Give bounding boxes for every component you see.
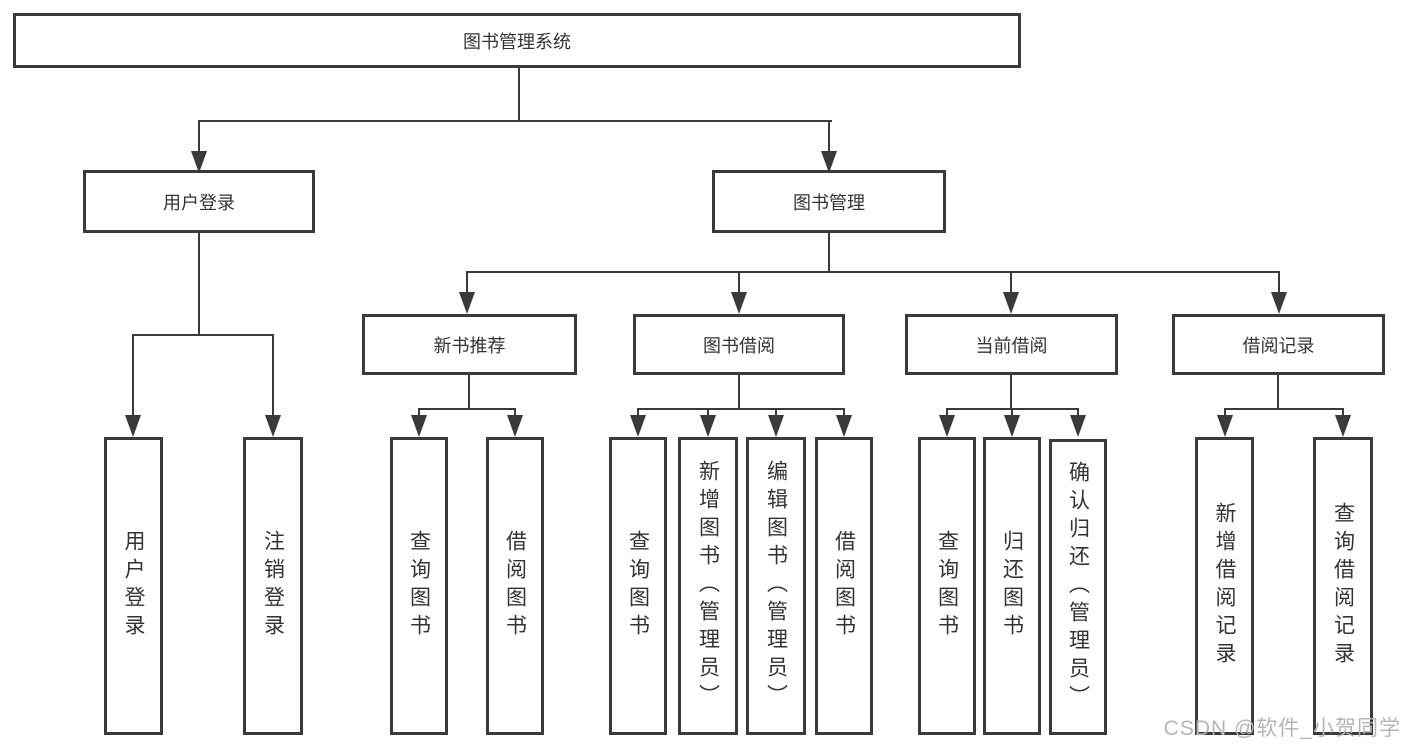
leaf-borrow-books: 借阅图书 bbox=[815, 437, 873, 735]
connector-current-vertical bbox=[1010, 375, 1012, 409]
leaf-logout: 注销登录 bbox=[243, 437, 303, 735]
connector-root-right-stem bbox=[828, 120, 830, 153]
arrow-down-icon bbox=[1004, 415, 1020, 437]
arrow-down-icon bbox=[411, 415, 427, 437]
leaf-edit-books-admin: 编辑图书（管理员） bbox=[746, 437, 806, 735]
node-current-borrow-label: 当前借阅 bbox=[975, 335, 1048, 356]
connector-userlogin-left-stem bbox=[132, 334, 134, 416]
leaf-confirm-return-admin: 确认归还（管理员） bbox=[1049, 439, 1107, 735]
connector-recommend-horizontal bbox=[418, 408, 516, 410]
node-new-book-recommend: 新书推荐 bbox=[362, 314, 577, 375]
leaf-return-books: 归还图书 bbox=[983, 437, 1041, 735]
leaf-user-login-label: 用户登录 bbox=[122, 530, 145, 642]
leaf-borrow-books-label: 借阅图书 bbox=[832, 530, 856, 642]
watermark: CSDN @软件_小贺同学 bbox=[1163, 717, 1401, 740]
connector-borrow-stem-4 bbox=[843, 408, 845, 416]
leaf-add-books-admin-label: 新增图书（管理员） bbox=[696, 460, 720, 712]
arrow-down-icon bbox=[1003, 292, 1019, 314]
leaf-query-borrow-record-label: 查询借阅记录 bbox=[1331, 502, 1355, 670]
leaf-user-login: 用户登录 bbox=[104, 437, 163, 735]
connector-bookmgmt-horizontal bbox=[466, 271, 1280, 273]
node-user-login: 用户登录 bbox=[83, 170, 315, 233]
arrow-down-icon bbox=[836, 415, 852, 437]
arrow-down-icon bbox=[125, 415, 141, 437]
leaf-add-borrow-record-label: 新增借阅记录 bbox=[1213, 502, 1236, 670]
connector-current-stem-3 bbox=[1077, 408, 1079, 416]
leaf-add-books-admin: 新增图书（管理员） bbox=[678, 437, 738, 735]
arrow-down-icon bbox=[459, 292, 475, 314]
arrow-down-icon bbox=[1070, 415, 1086, 437]
node-new-book-recommend-label: 新书推荐 bbox=[433, 335, 506, 356]
connector-borrow-stem-1 bbox=[637, 408, 639, 416]
connector-bookmgmt-stem-1 bbox=[466, 271, 468, 293]
arrow-down-icon bbox=[700, 415, 716, 437]
arrow-down-icon bbox=[1217, 415, 1233, 437]
connector-bookmgmt-stem-4 bbox=[1278, 271, 1280, 293]
node-borrow-records: 借阅记录 bbox=[1172, 314, 1385, 375]
arrow-down-icon bbox=[821, 151, 837, 173]
connector-records-stem-1 bbox=[1224, 408, 1226, 416]
leaf-query-books-recommend-label: 查询图书 bbox=[407, 530, 431, 642]
connector-bookmgmt-stem-3 bbox=[1010, 271, 1012, 293]
node-borrow-records-label: 借阅记录 bbox=[1242, 335, 1315, 356]
leaf-query-books-recommend: 查询图书 bbox=[390, 437, 448, 735]
leaf-return-books-label: 归还图书 bbox=[1000, 530, 1024, 642]
arrow-down-icon bbox=[191, 151, 207, 173]
arrow-down-icon bbox=[768, 415, 784, 437]
arrow-down-icon bbox=[731, 292, 747, 314]
connector-records-vertical bbox=[1277, 375, 1279, 409]
arrow-down-icon bbox=[265, 415, 281, 437]
node-book-management-label: 图书管理 bbox=[793, 192, 865, 213]
connector-root-vertical bbox=[518, 68, 520, 122]
arrow-down-icon bbox=[630, 415, 646, 437]
node-root-label: 图书管理系统 bbox=[463, 31, 571, 52]
node-user-login-label: 用户登录 bbox=[163, 192, 235, 213]
connector-borrow-horizontal bbox=[638, 408, 844, 410]
arrow-down-icon bbox=[1335, 415, 1351, 437]
connector-current-stem-1 bbox=[946, 408, 948, 416]
leaf-borrow-books-recommend-label: 借阅图书 bbox=[503, 530, 527, 642]
leaf-edit-books-admin-label: 编辑图书（管理员） bbox=[764, 460, 788, 712]
node-book-borrow-label: 图书借阅 bbox=[703, 335, 775, 356]
connector-current-stem-2 bbox=[1011, 408, 1013, 416]
connector-borrow-stem-3 bbox=[775, 408, 777, 416]
connector-records-stem-2 bbox=[1342, 408, 1344, 416]
connector-root-horizontal bbox=[198, 120, 832, 122]
node-book-management: 图书管理 bbox=[712, 170, 946, 233]
leaf-confirm-return-admin-label: 确认归还（管理员） bbox=[1066, 461, 1090, 713]
leaf-query-books-borrow-label: 查询图书 bbox=[626, 530, 650, 642]
node-current-borrow: 当前借阅 bbox=[905, 314, 1118, 375]
node-book-borrow: 图书借阅 bbox=[633, 314, 845, 375]
leaf-add-borrow-record: 新增借阅记录 bbox=[1195, 437, 1254, 735]
leaf-logout-label: 注销登录 bbox=[261, 530, 285, 642]
arrow-down-icon bbox=[507, 415, 523, 437]
leaf-query-books-borrow: 查询图书 bbox=[609, 437, 667, 735]
connector-recommend-vertical bbox=[468, 375, 470, 409]
arrow-down-icon bbox=[939, 415, 955, 437]
connector-borrow-vertical bbox=[738, 375, 740, 409]
connector-borrow-stem-2 bbox=[707, 408, 709, 416]
connector-bookmgmt-vertical bbox=[828, 233, 830, 273]
leaf-query-books-current-label: 查询图书 bbox=[935, 530, 959, 642]
connector-root-left-stem bbox=[198, 120, 200, 153]
arrow-down-icon bbox=[1271, 292, 1287, 314]
connector-userlogin-right-stem bbox=[272, 334, 274, 416]
connector-recommend-stem-1 bbox=[418, 408, 420, 416]
connector-userlogin-horizontal bbox=[132, 334, 274, 336]
leaf-query-books-current: 查询图书 bbox=[918, 437, 976, 735]
connector-records-horizontal bbox=[1224, 408, 1344, 410]
connector-recommend-stem-2 bbox=[514, 408, 516, 416]
connector-userlogin-vertical bbox=[198, 233, 200, 336]
connector-bookmgmt-stem-2 bbox=[738, 271, 740, 293]
node-root: 图书管理系统 bbox=[13, 13, 1021, 68]
leaf-query-borrow-record: 查询借阅记录 bbox=[1313, 437, 1373, 735]
leaf-borrow-books-recommend: 借阅图书 bbox=[486, 437, 544, 735]
